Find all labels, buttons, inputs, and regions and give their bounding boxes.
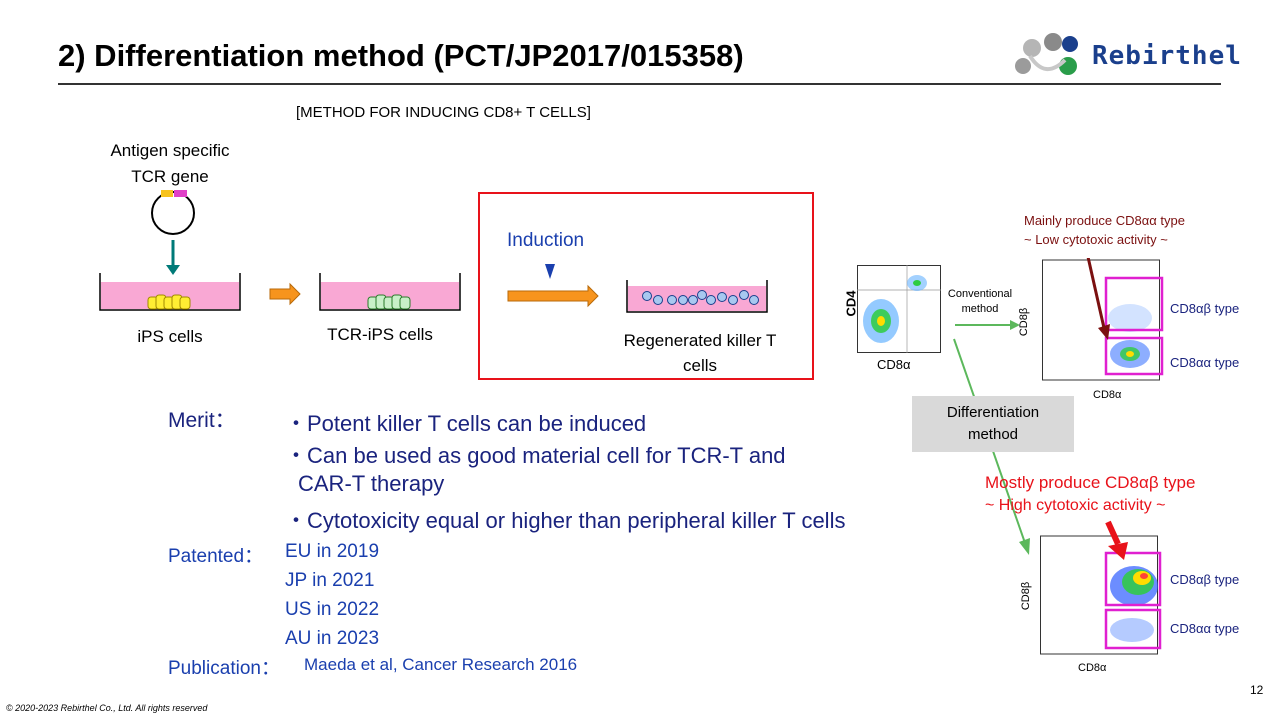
facs-plot-differentiation	[1040, 520, 1162, 655]
conventional-label: Conventional method	[938, 287, 1022, 317]
copyright: © 2020-2023 Rebirthel Co., Ltd. All righ…	[6, 703, 208, 713]
publication-value: Maeda et al, Cancer Research 2016	[304, 655, 578, 674]
induction-box	[478, 192, 814, 380]
merit-item-2: ・Can be used as good material cell for T…	[285, 443, 786, 468]
patent-jp: JP in 2021	[285, 570, 375, 591]
regen-line1: Regenerated killer T	[623, 331, 777, 350]
conv-ab-type-label: CD8αβ type	[1170, 301, 1240, 316]
facs-plot-initial	[857, 265, 941, 353]
regen-label: Regenerated killer T cells	[600, 328, 800, 378]
diff-ab-type-label: CD8αβ type	[1170, 572, 1240, 587]
rebirthel-logo-icon	[1015, 33, 1078, 75]
patented-label: Patented：	[168, 546, 264, 567]
culture-diagram	[99, 190, 461, 311]
differentiation-line2: method	[967, 426, 1019, 443]
patent-au: AU in 2023	[285, 628, 380, 649]
differentiation-title: Mostly produce CD8αβ type	[985, 473, 1196, 492]
page-title: 2) Differentiation method (PCT/JP2017/01…	[58, 38, 744, 73]
antigen-line2: TCR gene	[131, 167, 209, 186]
conventional-subtitle: ~ Low cytotoxic activity ~	[1024, 232, 1168, 247]
conventional-line2: method	[961, 303, 999, 315]
diff-aa-type-label: CD8αα type	[1170, 621, 1240, 636]
cd8a-axis-label-2: CD8α	[1093, 389, 1122, 401]
tcr-ips-label: TCR-iPS cells	[327, 325, 433, 344]
antigen-label: Antigen specific TCR gene	[90, 138, 250, 190]
conventional-title: Mainly produce CD8αα type	[1024, 213, 1185, 228]
differentiation-line1: Differentiation	[946, 404, 1040, 421]
merit-label: Merit：	[168, 409, 236, 432]
facs-plot-conventional	[1042, 258, 1164, 381]
title-divider	[58, 83, 1221, 85]
conventional-line1: Conventional	[947, 288, 1013, 300]
method-label: [METHOD FOR INDUCING CD8+ T CELLS]	[296, 104, 591, 121]
plasmid-icon	[151, 191, 195, 235]
ips-label: iPS cells	[137, 327, 203, 346]
page-number: 12	[1250, 683, 1264, 697]
induction-diagram	[507, 264, 768, 313]
cd8a-axis-label-3: CD8α	[1078, 662, 1107, 674]
differentiation-method-box: Differentiation method	[912, 396, 1074, 452]
cd8b-axis-label-1: CD8β	[1018, 307, 1031, 337]
cd8a-axis-label-1: CD8α	[877, 357, 911, 372]
logo-text: Rebirthel	[1092, 41, 1242, 71]
regen-line2: cells	[682, 356, 717, 375]
patent-us: US in 2022	[285, 599, 380, 620]
merit-item-3: ・Cytotoxicity equal or higher than perip…	[285, 508, 846, 533]
cd8b-axis-label-2: CD8β	[1020, 581, 1033, 611]
conv-aa-type-label: CD8αα type	[1170, 355, 1240, 370]
differentiation-subtitle: ~ High cytotoxic activity ~	[985, 497, 1166, 514]
publication-label: Publication：	[168, 658, 280, 679]
merit-item-1: ・Potent killer T cells can be induced	[285, 411, 647, 436]
antigen-line1: Antigen specific	[110, 141, 230, 160]
induction-label: Induction	[507, 230, 585, 251]
merit-item-2-cont: CAR-T therapy	[298, 471, 445, 496]
patent-eu: EU in 2019	[285, 541, 380, 562]
